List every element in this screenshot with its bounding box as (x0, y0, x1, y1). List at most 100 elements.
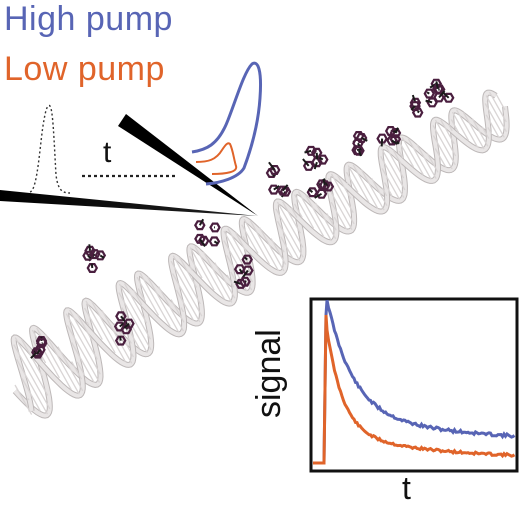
base-pair-rung (76, 314, 93, 341)
base-pair-rung (315, 202, 337, 240)
low-pump-pulse (195, 142, 238, 175)
base-pair-rung (13, 344, 51, 410)
base-pair-rung (294, 194, 315, 229)
dye-molecule (82, 244, 107, 273)
base-pair-rung (31, 329, 60, 379)
base-pair-rung (180, 307, 184, 313)
base-pair-rung (485, 95, 507, 133)
base-pair-rung (57, 346, 84, 392)
base-pair-rung (170, 260, 203, 317)
base-pair-rung (86, 321, 90, 326)
legend-high-pump: High pump (4, 0, 173, 38)
base-pair-rung (241, 224, 259, 254)
base-pair-rung (179, 257, 198, 288)
base-pair-rung (297, 191, 325, 238)
base-pair-rung (326, 213, 337, 231)
probe-pulse (29, 104, 71, 194)
base-pair-rung (194, 246, 226, 300)
base-pair-rung (450, 119, 460, 133)
delay-time-label: t (103, 136, 112, 169)
base-pair-rung (76, 361, 85, 376)
base-pair-rung (189, 247, 215, 291)
base-pair-rung (440, 119, 455, 145)
dye-molecule (306, 178, 335, 199)
base-pair-rung (118, 292, 152, 351)
base-pair-rung (259, 227, 285, 272)
base-pair-rung (381, 168, 401, 200)
dye-molecule (194, 218, 221, 247)
base-pair-rung (448, 124, 453, 132)
base-pair-rung (370, 177, 388, 207)
base-pair-rung (481, 126, 490, 139)
base-pair-rung (381, 148, 406, 191)
base-pair-rung (91, 301, 126, 363)
inset-plot (309, 297, 519, 473)
base-pair-rung (270, 238, 287, 265)
base-pair-rung (139, 272, 171, 328)
legend-low-pump: Low pump (4, 50, 165, 88)
base-pair-rung (214, 262, 236, 299)
base-pair-rung (85, 300, 116, 354)
base-pair-rung (352, 164, 379, 210)
dye-molecule (302, 145, 329, 171)
dye-molecule (376, 125, 402, 147)
base-pair-rung (330, 201, 348, 230)
base-pair-rung (66, 324, 101, 383)
base-pair-rung (71, 361, 83, 380)
dye-molecule (409, 88, 438, 118)
base-pair-rung (84, 307, 103, 340)
base-pair-rung (290, 207, 298, 218)
base-pair-rung (226, 274, 235, 288)
base-pair-rung (416, 144, 437, 179)
high-pump-trace (313, 299, 516, 465)
base-pair-rung (484, 103, 505, 138)
base-pair-rung (126, 325, 140, 349)
base-pair-rung (172, 273, 201, 323)
base-pair-rung (121, 307, 148, 354)
base-pair-rung (280, 236, 294, 259)
base-pair-rung (101, 310, 133, 364)
base-pair-rung (243, 218, 270, 265)
base-pair-rung (293, 203, 303, 218)
base-pair-rung (189, 265, 193, 271)
dye-molecule (265, 161, 292, 198)
base-pair-rung (330, 173, 354, 214)
base-pair-rung (227, 228, 251, 269)
base-pair-rung (14, 337, 49, 396)
base-pair-rung (249, 220, 279, 272)
dye-molecules (30, 78, 455, 359)
base-pair-rung (384, 182, 393, 197)
dye-molecule (351, 131, 368, 157)
base-pair-rung (487, 127, 493, 135)
base-pair-rung (360, 169, 385, 211)
base-pair-rung (202, 251, 233, 303)
probe-beam (0, 190, 258, 216)
base-pair-rung (21, 378, 41, 412)
base-pair-rung (136, 276, 160, 316)
base-pair-rung (305, 194, 333, 242)
base-pair-rung (346, 171, 359, 193)
base-pair-rung (282, 249, 285, 253)
dye-molecule (429, 78, 455, 103)
base-pair-rung (381, 187, 388, 197)
base-pair-rung (175, 289, 195, 321)
low-pump-trace (313, 314, 516, 465)
base-pair-rung (451, 111, 470, 141)
dye-molecule (113, 311, 135, 346)
base-pair-rung (434, 119, 457, 157)
base-pair-rung (189, 255, 203, 279)
base-pair-rung (401, 136, 424, 176)
base-pair-rung (16, 358, 49, 415)
base-pair-rung (347, 165, 370, 203)
base-pair-rung (276, 220, 301, 262)
base-pair-rung (69, 309, 98, 360)
base-pair-rung (346, 182, 349, 185)
base-pair-rung (71, 342, 95, 383)
base-pair-rung (123, 283, 148, 324)
base-pair-rung (434, 148, 447, 168)
base-pair-rung (385, 146, 405, 179)
base-pair-rung (14, 384, 33, 415)
base-pair-rung (234, 232, 248, 253)
base-pair-rung (118, 283, 151, 340)
